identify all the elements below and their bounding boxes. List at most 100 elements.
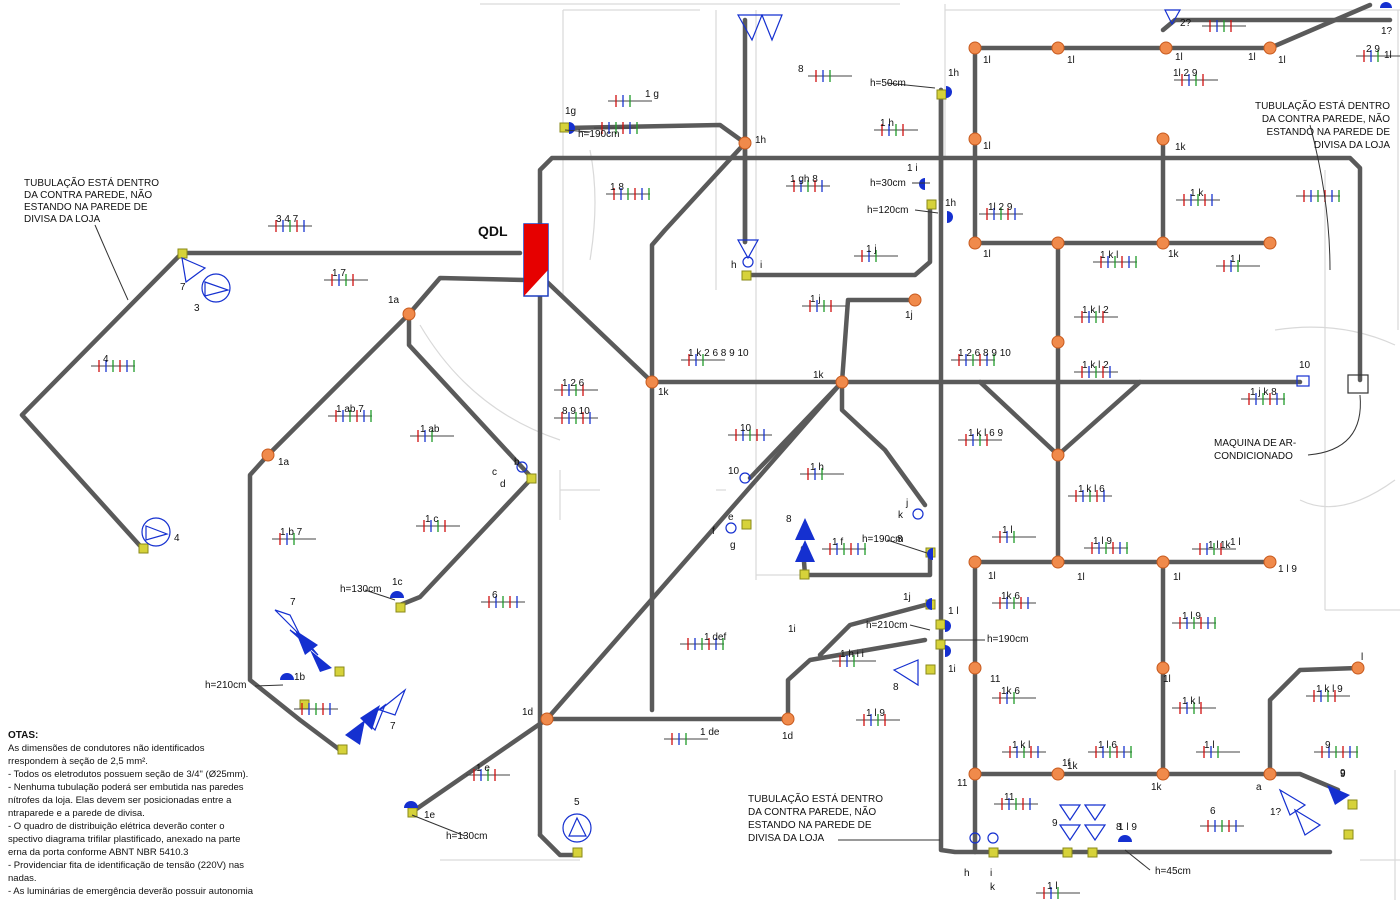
wire-tick-group [802,300,846,312]
wire-tick-group [1084,542,1128,554]
circuit-label: 1h [755,135,766,146]
circuit-label: j [905,498,908,509]
circuit-label: 1 j [866,244,877,255]
circuit-label: 1 7 [332,268,346,279]
wire-tick-group [594,122,638,134]
circuit-label: 1 l 9 [1118,822,1137,833]
circuit-label: 1l [983,55,991,66]
circuit-label: 1 k l [1012,740,1030,751]
ac-note-line: MAQUINA DE AR- [1214,438,1296,449]
circuit-label: 1 l [1047,881,1058,892]
circuit-label: c [492,467,497,478]
circuit-label: 1 l [1002,525,1013,536]
circuit-label: 3 4 7 [276,214,299,225]
wire-tick-group [91,360,135,372]
circuit-label: 1 k l 2 [1082,360,1109,371]
wire-tick-group [324,274,368,286]
circuit-label: 7 [390,721,396,732]
notes-line: spectivo diagrama trifilar plastificado,… [8,834,240,845]
wire-tick-group [1176,194,1220,206]
circuit-label: 1e [424,810,436,821]
wire-tick-group [994,798,1038,810]
wire-tick-group [856,714,900,726]
wire-tick-group [1002,746,1046,758]
circuit-label: 1 h [880,118,894,129]
wire-tick-group [800,468,844,480]
circuit-label: 1 l 6 [1098,740,1117,751]
circuit-label: 1b [294,672,306,683]
height-annotation: h=45cm [1155,866,1191,877]
circuit-label: 8 [798,64,804,75]
height-annotation: h=210cm [205,680,246,691]
circuit-label: 7 [180,282,186,293]
wire-tick-group [1093,256,1137,268]
wire-tick-group [664,733,708,745]
qdl-panel[interactable] [523,223,549,297]
notes-line: - Providenciar fita de identificação de … [8,860,244,871]
circuit-label: 1 b 7 [280,527,303,538]
wire-tick-group [1216,260,1260,272]
wire-tick-group [958,434,1002,446]
wire-tick-group [854,250,898,262]
circuit-label: 1 k l 6 [1078,484,1105,495]
wire-tick-group [1202,20,1246,32]
circuit-label: 8 [786,514,792,525]
circuit-label: 1 g [645,89,659,100]
circuit-label: 1 l [1204,740,1215,751]
circuit-label: 1l [1077,572,1085,583]
wall-note-3-line: TUBULAÇÃO ESTÁ DENTRO [748,792,883,805]
circuit-label: 1l [983,141,991,152]
notes-title: OTAS: [8,730,38,741]
circuit-label: 1l [988,571,996,582]
circuit-label: 8 [893,682,899,693]
circuit-label: 1l [1278,55,1286,66]
wire-tick-group [608,95,652,107]
wire-tick-group [728,429,772,441]
height-annotation: h=190cm [987,634,1028,645]
wall-note-1-line: DA CONTRA PAREDE, NÃO [24,188,152,201]
circuit-label: 1k [1220,540,1232,551]
circuit-label: 3 [194,303,200,314]
notes-line: ntraparede e a parede de divisa. [8,808,145,819]
wire-tick-group [681,354,725,366]
notes-line: - Nenhuma tubulação poderá ser embutida … [8,782,244,793]
note-leaders [94,82,1361,871]
circuit-label: 1 l 9 [1278,564,1297,575]
wire-tick-group [1172,617,1216,629]
circuit-label: 1k 6 [1001,591,1020,602]
circuit-label: 9 [1340,769,1346,780]
circuit-label: 1k [1151,782,1163,793]
circuit-label: 1l 2 9 [1173,68,1198,79]
circuit-label: 1 2 6 8 9 10 [958,348,1011,359]
circuit-label: e [728,512,734,523]
wire-tick-group [786,180,830,192]
wire-tick-group [1074,311,1118,323]
wire-tick-group [951,354,995,366]
wall-note-1-line: ESTANDO NA PAREDE DE [24,202,148,213]
wire-tick-group [979,208,1023,220]
ac-note-line: CONDICIONADO [1214,451,1293,462]
circuit-label: 8 9 10 [562,406,590,417]
circuit-label: 1? [1270,807,1282,818]
circuit-label: 10 [1299,360,1311,371]
outlet-nodes [261,41,1365,781]
circuit-label: 1 l 9 [866,708,885,719]
height-annotation: h=210cm [866,620,907,631]
circuit-label: 1 k l 2 [1082,305,1109,316]
circuit-label: 1 ab 7 [336,404,364,415]
circuit-label: 4 [103,354,109,365]
circuit-label: 8 [1116,822,1122,833]
wire-tick-group [992,597,1036,609]
notes-line: As dimensões de condutores não identific… [8,743,205,754]
wire-tick-group [1196,746,1240,758]
fixtures [138,2,1392,858]
wire-tick-group [416,520,460,532]
wire-tick-group [874,124,918,136]
circuit-label: 10 [728,466,740,477]
circuit-label: 1 e [476,763,490,774]
architecture-background [419,3,1400,900]
circuit-label: 1 k 2 6 8 9 10 [688,348,749,359]
circuit-label: 1 j k 8 [1250,387,1277,398]
circuit-label: h [964,868,970,879]
notes-line: erna da porta conforme ABNT NBR 5410.3 [8,847,188,858]
